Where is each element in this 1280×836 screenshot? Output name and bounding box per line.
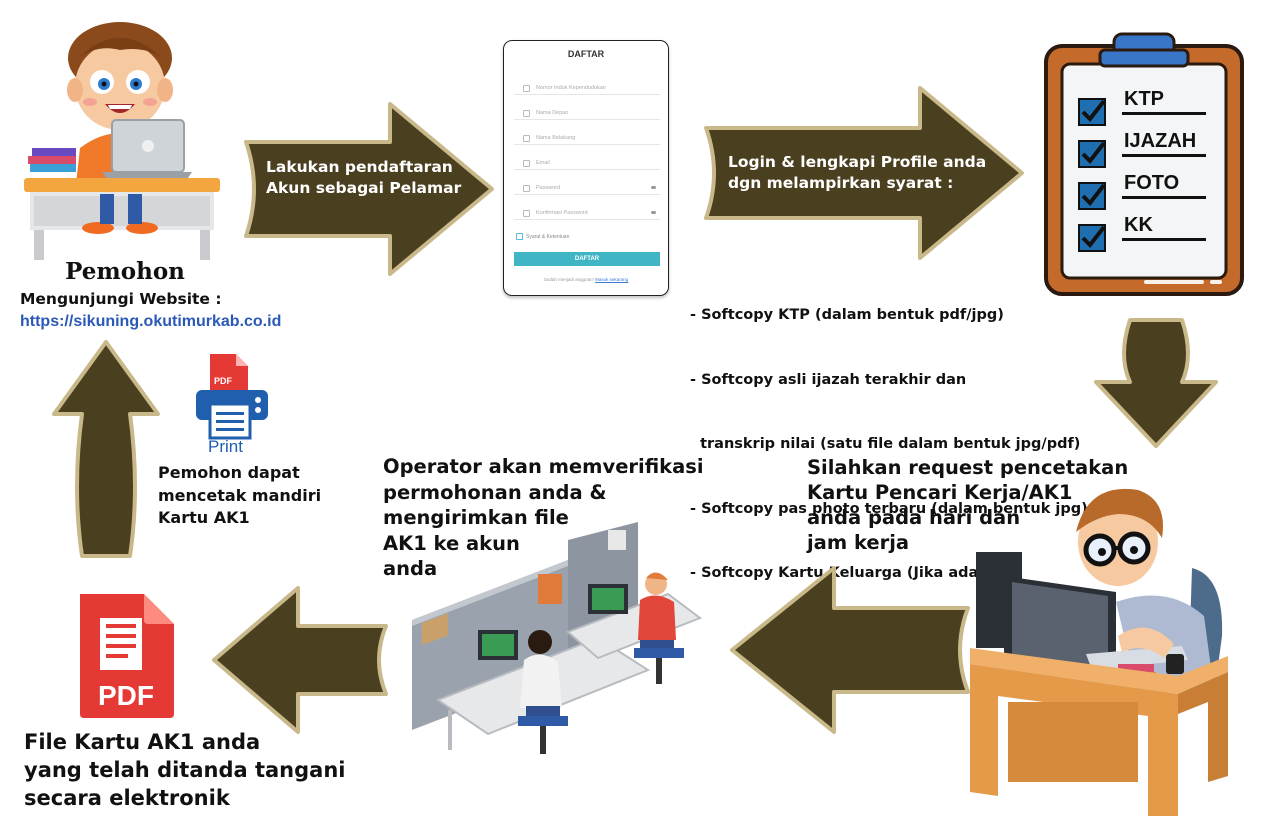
arrow2-label: Login & lengkapi Profile anda dgn melamp… — [728, 152, 986, 194]
checkbox-checked-icon — [1078, 98, 1106, 126]
requirement-item: - Softcopy Kartu Keluarga (Jika ada) — [690, 565, 985, 581]
eye-icon[interactable] — [651, 211, 656, 214]
checklist-label: KK — [1124, 214, 1153, 236]
form-title: DAFTAR — [567, 49, 605, 59]
checklist-item-foto: FOTO — [1074, 172, 1224, 210]
pemohon-visit-text: Mengunjungi Website : — [20, 290, 222, 308]
man-computer-icon — [970, 488, 1228, 816]
eye-icon[interactable] — [651, 186, 656, 189]
login-link-line: Sudah menjadi anggota? Masuk sekarang — [504, 277, 668, 282]
checklist-item-kk: KK — [1074, 214, 1224, 252]
arrow-right-login — [704, 86, 1024, 260]
file-text-line: yang telah ditanda tangani — [24, 758, 346, 782]
arrow-up — [52, 340, 160, 558]
operator-text-line: anda — [383, 557, 438, 580]
checklist-item-ktp: KTP — [1074, 88, 1224, 126]
footer-prefix: Sudah menjadi anggota? — [543, 277, 594, 282]
checklist-label: KTP — [1124, 88, 1164, 110]
requirements-list: - Softcopy KTP (dalam bentuk pdf/jpg) - … — [690, 262, 1088, 606]
checkbox-checked-icon — [1078, 182, 1106, 210]
password-placeholder: Password — [536, 185, 561, 191]
request-text-line: anda pada hari dan — [807, 506, 1021, 529]
file-text: File Kartu AK1 anda yang telah ditanda t… — [24, 728, 345, 812]
checkbox-checked-icon — [1078, 140, 1106, 168]
request-text-line: Silahkan request pencetakan — [807, 456, 1129, 479]
nik-field[interactable]: Nomor Induk Kependudukan — [514, 81, 660, 95]
requirement-item: transkrip nilai (satu file dalam bentuk … — [690, 436, 1081, 452]
request-text-line: Kartu Pencari Kerja/AK1 — [807, 481, 1073, 504]
website-url-link[interactable]: https://sikuning.okutimurkab.co.id — [20, 313, 282, 330]
request-text-line: jam kerja — [807, 531, 910, 554]
pdf-file-icon — [80, 594, 174, 718]
last-name-field[interactable]: Nama Belakang — [514, 131, 660, 145]
operator-text-line: mengirimkan file — [383, 506, 569, 529]
print-pdf-badge: PDF — [214, 376, 232, 386]
print-text: Pemohon dapat mencetak mandiri Kartu AK1 — [158, 462, 321, 530]
terms-label: Syarat & Ketentuan — [526, 233, 570, 240]
register-button[interactable]: DAFTAR — [514, 252, 660, 266]
nik-placeholder: Nomor Induk Kependudukan — [536, 85, 607, 91]
print-text-line: Kartu AK1 — [158, 508, 250, 527]
email-placeholder: Email — [536, 160, 550, 166]
arrow1-label: Lakukan pendaftaran Akun sebagai Pelamar — [266, 157, 461, 199]
terms-checkbox[interactable]: Syarat & Ketentuan — [516, 233, 569, 240]
checklist-label: IJAZAH — [1124, 130, 1197, 152]
operator-text-line: AK1 ke akun — [383, 531, 520, 555]
confirm-password-field[interactable]: Konfirmasi Password — [514, 206, 660, 220]
requirement-item: - Softcopy pas photo terbaru (dalam bent… — [690, 500, 1088, 517]
arrow2-line1: Login & lengkapi Profile anda — [728, 153, 987, 171]
operator-text-line: Operator akan memverifikasi — [383, 455, 704, 478]
request-text: Silahkan request pencetakan Kartu Pencar… — [807, 455, 1128, 555]
checklist: KTP IJAZAH FOTO KK — [1074, 88, 1224, 258]
pemohon-title: Pemohon — [65, 258, 185, 285]
confirm-password-placeholder: Konfirmasi Password — [536, 210, 588, 216]
checklist-label: FOTO — [1124, 172, 1180, 194]
requirement-item: - Softcopy KTP (dalam bentuk pdf/jpg) — [690, 307, 1004, 323]
registration-form: DAFTAR Nomor Induk Kependudukan Nama Dep… — [503, 40, 669, 296]
operator-text-line: permohonan anda & — [383, 480, 607, 504]
checkbox-icon[interactable] — [516, 233, 523, 240]
checklist-item-ijazah: IJAZAH — [1074, 130, 1224, 168]
printer-icon — [196, 354, 268, 440]
arrow-left-file — [212, 586, 388, 734]
login-link[interactable]: Masuk sekarang — [595, 277, 629, 282]
file-text-line: File Kartu AK1 anda — [24, 730, 261, 754]
last-name-placeholder: Nama Belakang — [536, 135, 576, 141]
kid-laptop-icon — [24, 22, 220, 260]
requirement-item: - Softcopy asli ijazah terakhir dan — [690, 371, 967, 388]
arrow2-line2: dgn melampirkan syarat : — [728, 174, 954, 192]
office-operators-icon — [412, 522, 703, 754]
operator-text: Operator akan memverifikasi permohonan a… — [383, 454, 704, 582]
print-text-line: Pemohon dapat — [158, 463, 300, 482]
password-field[interactable]: Password — [514, 181, 660, 195]
first-name-field[interactable]: Nama Depan — [514, 106, 660, 120]
pdf-file-label: PDF — [98, 680, 154, 711]
arrow-left-operator — [730, 566, 970, 734]
file-text-line: secara elektronik — [24, 786, 230, 810]
arrow1-line1: Lakukan pendaftaran — [266, 158, 453, 176]
arrow1-line2: Akun sebagai Pelamar — [266, 179, 462, 197]
arrow-down — [1094, 318, 1218, 448]
print-label: Print — [208, 437, 243, 456]
first-name-placeholder: Nama Depan — [536, 110, 569, 116]
checkbox-checked-icon — [1078, 224, 1106, 252]
print-text-line: mencetak mandiri — [158, 485, 322, 505]
arrow-right-register — [244, 102, 494, 276]
email-field[interactable]: Email — [514, 156, 660, 170]
